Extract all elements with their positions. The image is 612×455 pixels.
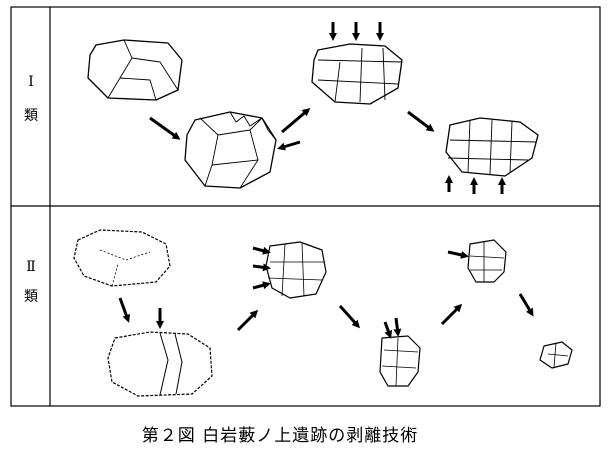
arrow-left-2c — [447, 250, 469, 259]
core-2c — [467, 239, 507, 283]
arrow-to-core-2 — [407, 110, 435, 132]
row-2-category: 類 — [24, 289, 38, 305]
arrow-left-3 — [252, 281, 271, 290]
core-2b — [379, 335, 421, 387]
core-2-remnant — [539, 341, 573, 369]
arrow-strike-b — [277, 140, 301, 151]
row-2-stones — [73, 229, 573, 397]
raw-cobble-1 — [87, 39, 183, 101]
arrow-to-core-1 — [281, 108, 311, 134]
row-1-numeral: Ⅰ — [28, 74, 34, 90]
table-frame — [10, 6, 601, 407]
arrow-top-2b-2 — [393, 317, 402, 337]
arrow-to-core-2c — [440, 303, 463, 326]
core-2a — [265, 241, 327, 299]
split-cobble-2 — [107, 331, 213, 397]
arrow-left-1 — [252, 246, 271, 255]
row-1-label: Ⅰ 類 — [16, 74, 46, 124]
row-2-numeral: Ⅱ — [26, 259, 36, 275]
core-1-flattened — [445, 117, 539, 177]
arrow-to-remnant — [518, 293, 534, 317]
raw-cobble-2 — [73, 229, 171, 287]
arrow-to-core-2b — [338, 304, 361, 329]
row-2-label: Ⅱ 類 — [16, 259, 46, 305]
arrow-to-core-2a — [236, 309, 259, 332]
figure-caption: 第２図 白岩藪ノ上遺跡の剥離技術 — [141, 426, 419, 446]
row-2-arrows — [118, 246, 534, 339]
row-1-arrows — [149, 22, 506, 194]
arrow-left-2 — [252, 263, 271, 272]
arrow-top-2b-1 — [383, 321, 393, 339]
core-1 — [311, 43, 403, 105]
row-1-category: 類 — [24, 108, 38, 124]
arrow-strike-a — [149, 116, 181, 140]
row-1-stones — [87, 39, 539, 189]
arrow-down-a — [118, 297, 131, 323]
split-cobble-1 — [184, 111, 277, 189]
